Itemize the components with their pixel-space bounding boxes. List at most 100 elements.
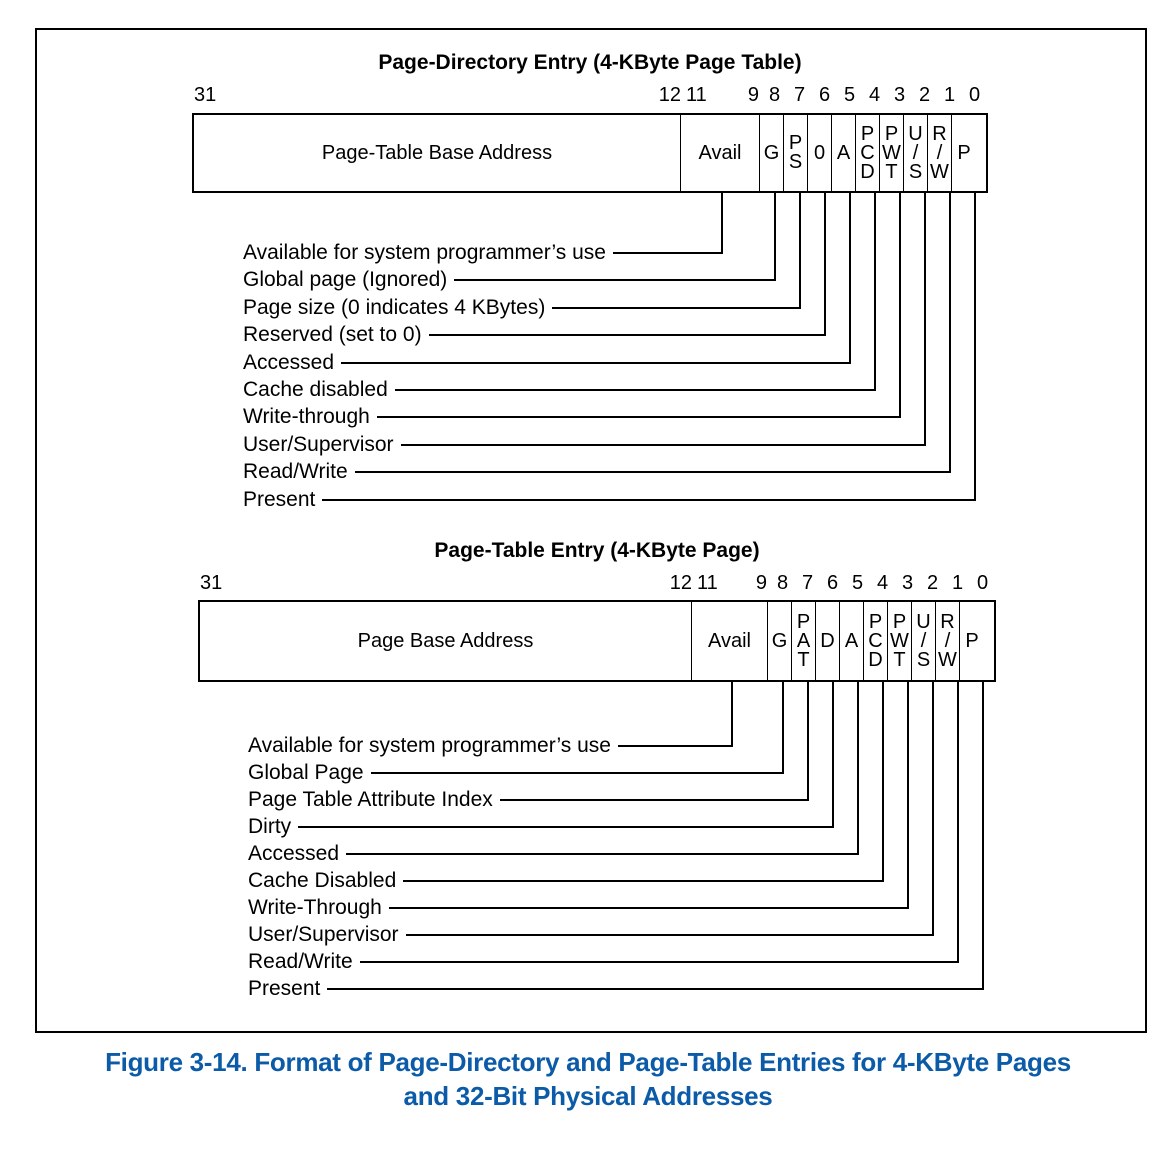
- figure-frame: [35, 28, 1147, 1033]
- bit-number: 5: [843, 84, 856, 106]
- connector-stub: [721, 193, 723, 254]
- cell-accessed: A: [840, 602, 864, 680]
- callout-connector-line: [322, 498, 976, 501]
- callout-connector-line: [298, 826, 834, 828]
- callout-label: User/Supervisor: [248, 923, 399, 946]
- cell-text: P: [788, 132, 803, 154]
- cell-reserved: 0: [808, 115, 832, 191]
- callout-row: Write-Through: [248, 895, 909, 921]
- cell-text: Avail: [698, 141, 742, 164]
- callout-row: Page size (0 indicates 4 KBytes): [243, 295, 801, 321]
- callout-connector-line: [394, 389, 876, 391]
- bit-number: 11: [686, 84, 707, 106]
- callout-label: Global page (Ignored): [243, 268, 448, 292]
- cell-text: A: [796, 629, 811, 652]
- connector-stub: [981, 682, 984, 990]
- bit-number: 6: [826, 572, 839, 594]
- callout-label: Page size (0 indicates 4 KBytes): [243, 295, 546, 319]
- cell-text: D: [860, 160, 875, 183]
- callout-label: Global Page: [248, 761, 364, 784]
- cell-text: Page-Table Base Address: [321, 141, 553, 164]
- cell-text: P: [884, 122, 899, 145]
- cell-text: P: [957, 141, 971, 164]
- callout-row: Available for system programmer’s use: [248, 733, 733, 759]
- bit-number: 6: [818, 84, 831, 106]
- cell-text: U: [916, 610, 931, 633]
- callout-connector-line: [400, 443, 926, 446]
- bit-number: 3: [893, 84, 906, 106]
- bit-number: 2: [926, 572, 939, 594]
- cell-accessed: A: [832, 115, 856, 191]
- bit-number: 31: [200, 572, 223, 594]
- bit-number: 5: [851, 572, 864, 594]
- bit-number: 9: [755, 572, 767, 594]
- callout-label: Reserved (set to 0): [243, 323, 422, 347]
- connector-stub: [873, 193, 876, 391]
- cell-text: A: [836, 141, 851, 164]
- callout-label: User/Supervisor: [243, 432, 394, 456]
- bit-number: 7: [801, 572, 814, 594]
- connector-stub: [823, 193, 826, 337]
- cell-text: P: [860, 122, 875, 145]
- callout-connector-line: [341, 361, 851, 364]
- cell-text: D: [820, 629, 835, 652]
- callout-connector-line: [376, 416, 901, 419]
- bit-number: 1: [951, 572, 964, 594]
- cell-avail: Avail: [681, 115, 760, 191]
- bit-number: 1: [943, 84, 956, 106]
- cell-present: P: [952, 115, 976, 191]
- cell-text: /: [944, 629, 951, 652]
- callout-connector-line: [388, 907, 909, 909]
- bit-number: 7: [793, 84, 806, 106]
- connector-stub: [798, 193, 801, 309]
- callout-row: Page Table Attribute Index: [248, 787, 809, 813]
- cell-text: R: [932, 122, 947, 145]
- bit-number: 9: [747, 84, 759, 106]
- bit-number: 11: [697, 572, 718, 594]
- callout-label: Accessed: [248, 842, 340, 865]
- callout-label: Write-through: [243, 405, 370, 429]
- connector-stub: [906, 682, 909, 909]
- callout-row: Accessed: [248, 841, 859, 867]
- cell-page-base-address: Page Base Address: [200, 602, 692, 680]
- cell-text: P: [965, 629, 979, 652]
- cell-text: S: [908, 160, 923, 183]
- cell-page-table-base-address: Page-Table Base Address: [194, 115, 681, 191]
- cell-text: U: [908, 122, 923, 145]
- bit-number: 31: [194, 84, 217, 106]
- connector-stub: [848, 193, 851, 364]
- bit-number: 3: [901, 572, 914, 594]
- callout-row: Present: [243, 487, 976, 513]
- callout-label: Accessed: [243, 350, 335, 374]
- cell-text: G: [763, 141, 780, 164]
- callout-connector-line: [327, 988, 984, 990]
- cell-text: A: [844, 629, 859, 652]
- callout-connector-line: [354, 471, 951, 474]
- bit-number: 12: [669, 572, 692, 594]
- cell-text: D: [868, 648, 883, 671]
- callout-label: Available for system programmer’s use: [243, 241, 606, 264]
- cell-text: R: [940, 610, 955, 633]
- figure-caption: Figure 3-14. Format of Page-Directory an…: [0, 1045, 1176, 1113]
- connector-stub: [923, 193, 926, 446]
- callout-connector-line: [403, 880, 884, 882]
- callout-label: Available for system programmer’s use: [248, 734, 611, 757]
- callout-connector-line: [370, 772, 784, 774]
- callout-label: Dirty: [248, 815, 292, 838]
- connector-stub: [898, 193, 901, 419]
- callout-label: Present: [243, 487, 316, 511]
- connector-stub: [973, 193, 976, 501]
- cell-text: T: [893, 648, 906, 671]
- bit-number: 2: [918, 84, 931, 106]
- cell-text: W: [930, 160, 949, 183]
- callout-row: Global page (Ignored): [243, 267, 776, 293]
- callout-row: User/Supervisor: [248, 922, 934, 948]
- bit-number: 4: [868, 84, 881, 106]
- callout-connector-line: [428, 334, 826, 337]
